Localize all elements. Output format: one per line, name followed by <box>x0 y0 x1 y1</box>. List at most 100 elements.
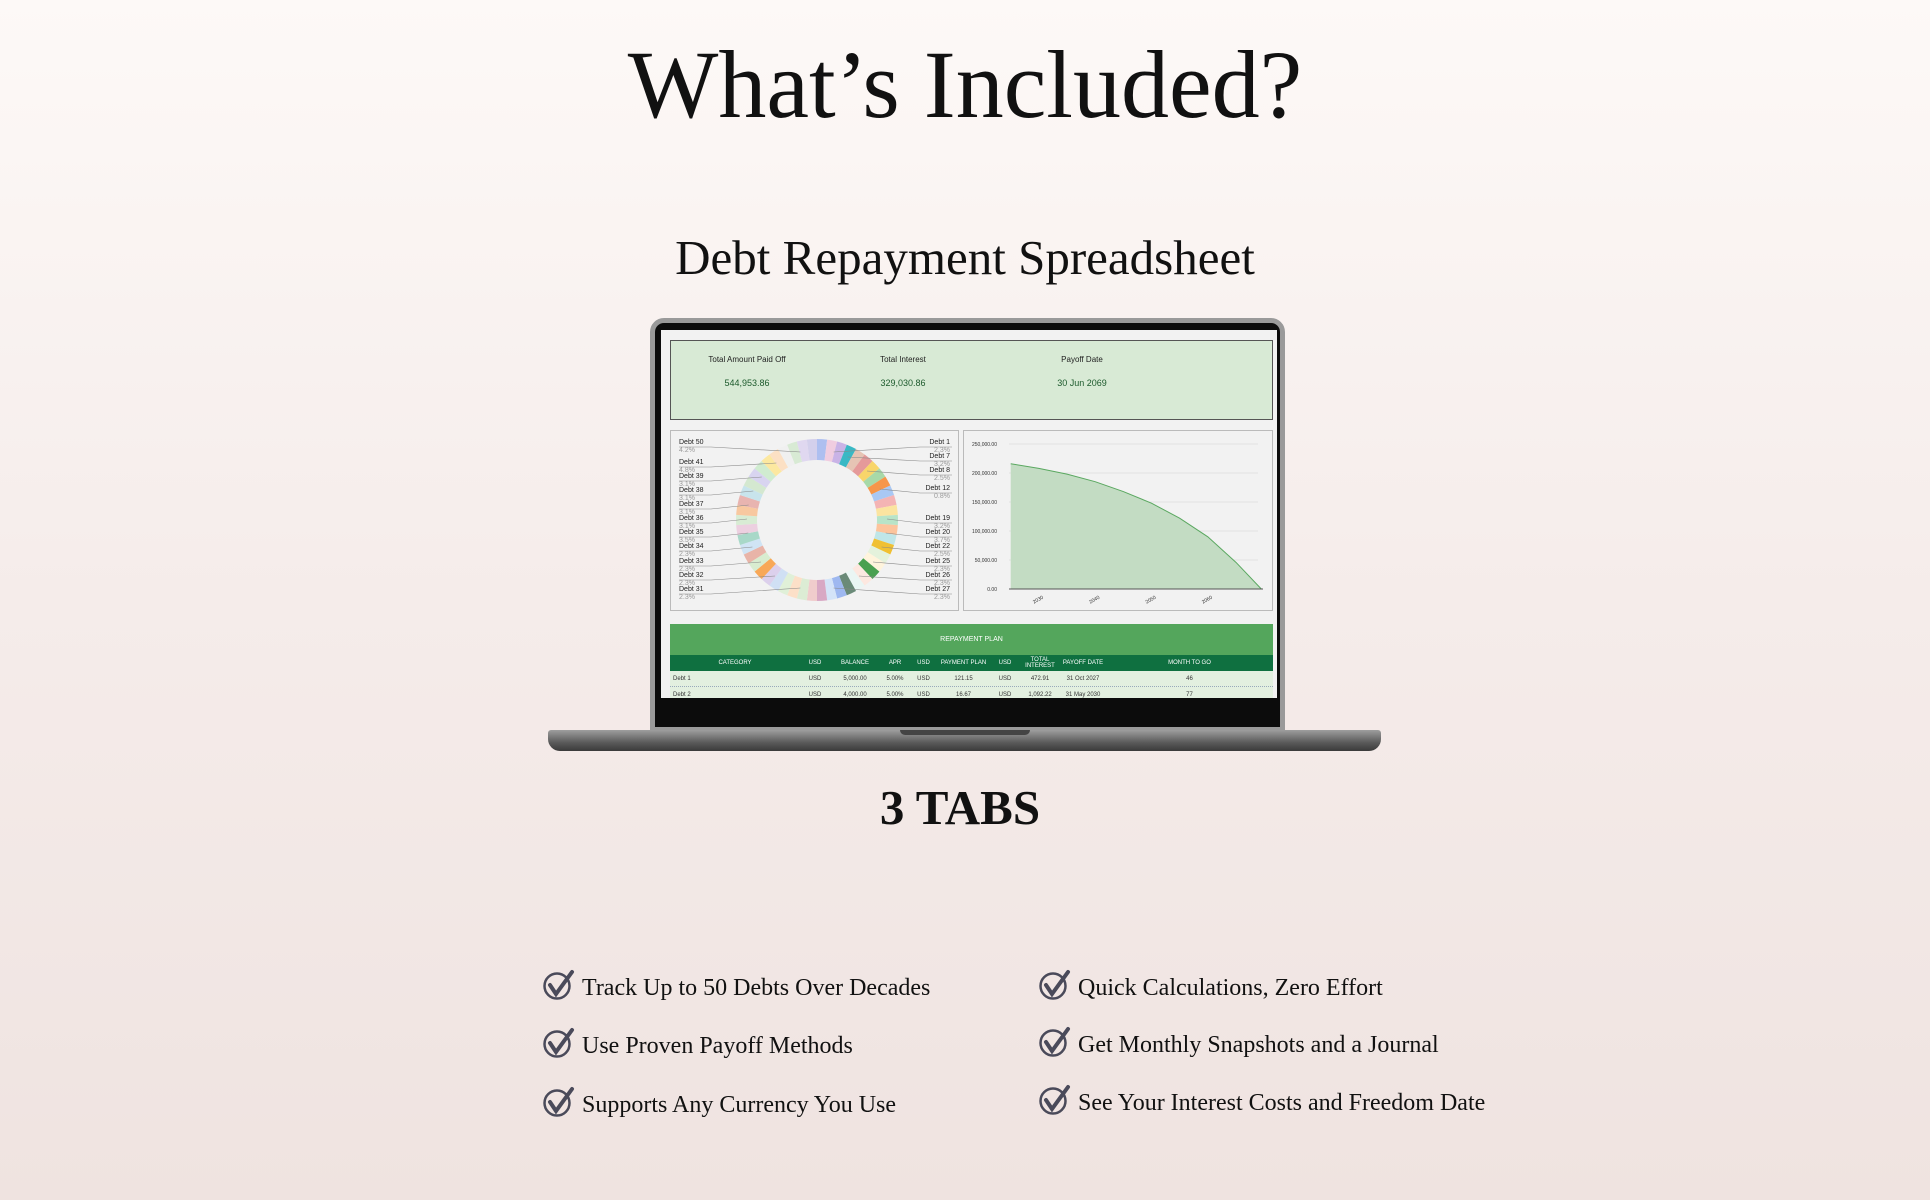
donut-slice <box>852 563 873 586</box>
donut-label-pct: 3.1% <box>679 523 695 530</box>
donut-slice <box>831 441 847 465</box>
donut-slice <box>806 439 817 461</box>
y-tick-label: 50,000.00 <box>975 558 997 564</box>
x-tick-label: 2050 <box>1145 595 1158 606</box>
leader-line <box>679 532 749 538</box>
donut-slice <box>875 504 898 517</box>
donut-label-name: Debt 7 <box>929 453 950 460</box>
y-tick-label: 0.00 <box>987 587 997 593</box>
donut-label-name: Debt 38 <box>679 487 704 494</box>
check-circle-icon <box>1038 968 1078 1009</box>
leader-line <box>872 561 952 567</box>
column-header: CATEGORY <box>718 660 752 666</box>
donut-slice <box>769 568 789 591</box>
donut-label-pct: 3.7% <box>934 537 950 544</box>
donut-slice <box>761 454 782 477</box>
x-tick-label: 2030 <box>1032 595 1045 606</box>
leader-line <box>885 532 952 538</box>
kpi-value: 30 Jun 2069 <box>1057 378 1107 388</box>
feature-text: See Your Interest Costs and Freedom Date <box>1078 1090 1486 1116</box>
column-header: TOTAL INTEREST <box>1025 657 1055 669</box>
donut-slice <box>737 531 760 546</box>
table-cell: 31 May 2030 <box>1065 691 1101 698</box>
x-tick-label: 2060 <box>1201 595 1214 606</box>
donut-slice <box>796 578 810 601</box>
feature-text: Quick Calculations, Zero Effort <box>1078 975 1383 1001</box>
feature-text: Track Up to 50 Debts Over Decades <box>582 975 931 1001</box>
product-subtitle: Debt Repayment Spreadsheet <box>675 230 1255 285</box>
donut-slice <box>748 468 771 488</box>
donut-label-pct: 2.3% <box>679 594 695 601</box>
x-tick-label: 2040 <box>1088 595 1101 606</box>
y-tick-label: 250,000.00 <box>972 442 997 448</box>
kpi-label: Total Interest <box>880 355 926 364</box>
donut-slice <box>796 439 810 462</box>
leader-line <box>847 456 952 462</box>
donut-label-name: Debt 31 <box>679 586 704 593</box>
donut-label-pct: 2.5% <box>934 475 950 482</box>
donut-label-name: Debt 12 <box>925 485 950 492</box>
donut-label-pct: 3.1% <box>679 495 695 502</box>
leader-line <box>679 561 762 567</box>
leader-line <box>833 587 952 595</box>
donut-slice <box>871 538 895 555</box>
leader-line <box>679 476 762 482</box>
column-header: MONTH TO GO <box>1168 660 1211 666</box>
donut-slice <box>867 476 891 495</box>
donut-slice <box>871 485 895 502</box>
leader-line <box>866 470 952 476</box>
donut-label-name: Debt 27 <box>925 586 950 593</box>
check-circle-icon <box>542 1085 582 1126</box>
column-header: USD <box>998 660 1012 666</box>
laptop-base <box>548 730 1381 751</box>
leader-line <box>679 446 801 453</box>
leader-line <box>833 446 952 453</box>
donut-slice <box>736 523 759 536</box>
leader-line <box>679 575 776 581</box>
leader-line <box>679 518 748 524</box>
donut-slice <box>852 454 873 477</box>
kpi-value: 544,953.86 <box>724 378 770 388</box>
donut-label-pct: 2.5% <box>934 551 950 558</box>
leader-line <box>679 546 753 552</box>
donut-label-name: Debt 41 <box>679 459 704 466</box>
donut-label-pct: 3.1% <box>679 481 695 488</box>
donut-label-pct: 2.3% <box>679 551 695 558</box>
donut-slice <box>831 575 847 599</box>
donut-slice <box>736 504 759 517</box>
donut-label-name: Debt 33 <box>679 558 704 565</box>
donut-label-name: Debt 25 <box>925 558 950 565</box>
donut-slice <box>761 563 782 586</box>
donut-label-name: Debt 32 <box>679 572 704 579</box>
leader-line <box>679 587 801 595</box>
leader-line <box>858 575 952 581</box>
donut-slice <box>787 575 803 599</box>
donut-label-pct: 0.8% <box>934 493 950 500</box>
page-title: What’s Included? <box>627 31 1303 138</box>
table-cell: 4,000.00 <box>843 691 867 698</box>
donut-label-pct: 2.3% <box>934 566 950 573</box>
feature-item: See Your Interest Costs and Freedom Date <box>1038 1083 1485 1124</box>
column-header: PAYOFF DATE <box>1062 660 1104 666</box>
table-cell: USD <box>998 691 1012 698</box>
donut-slice <box>736 514 758 526</box>
column-header: BALANCE <box>840 660 869 666</box>
donut-slice <box>874 531 897 546</box>
